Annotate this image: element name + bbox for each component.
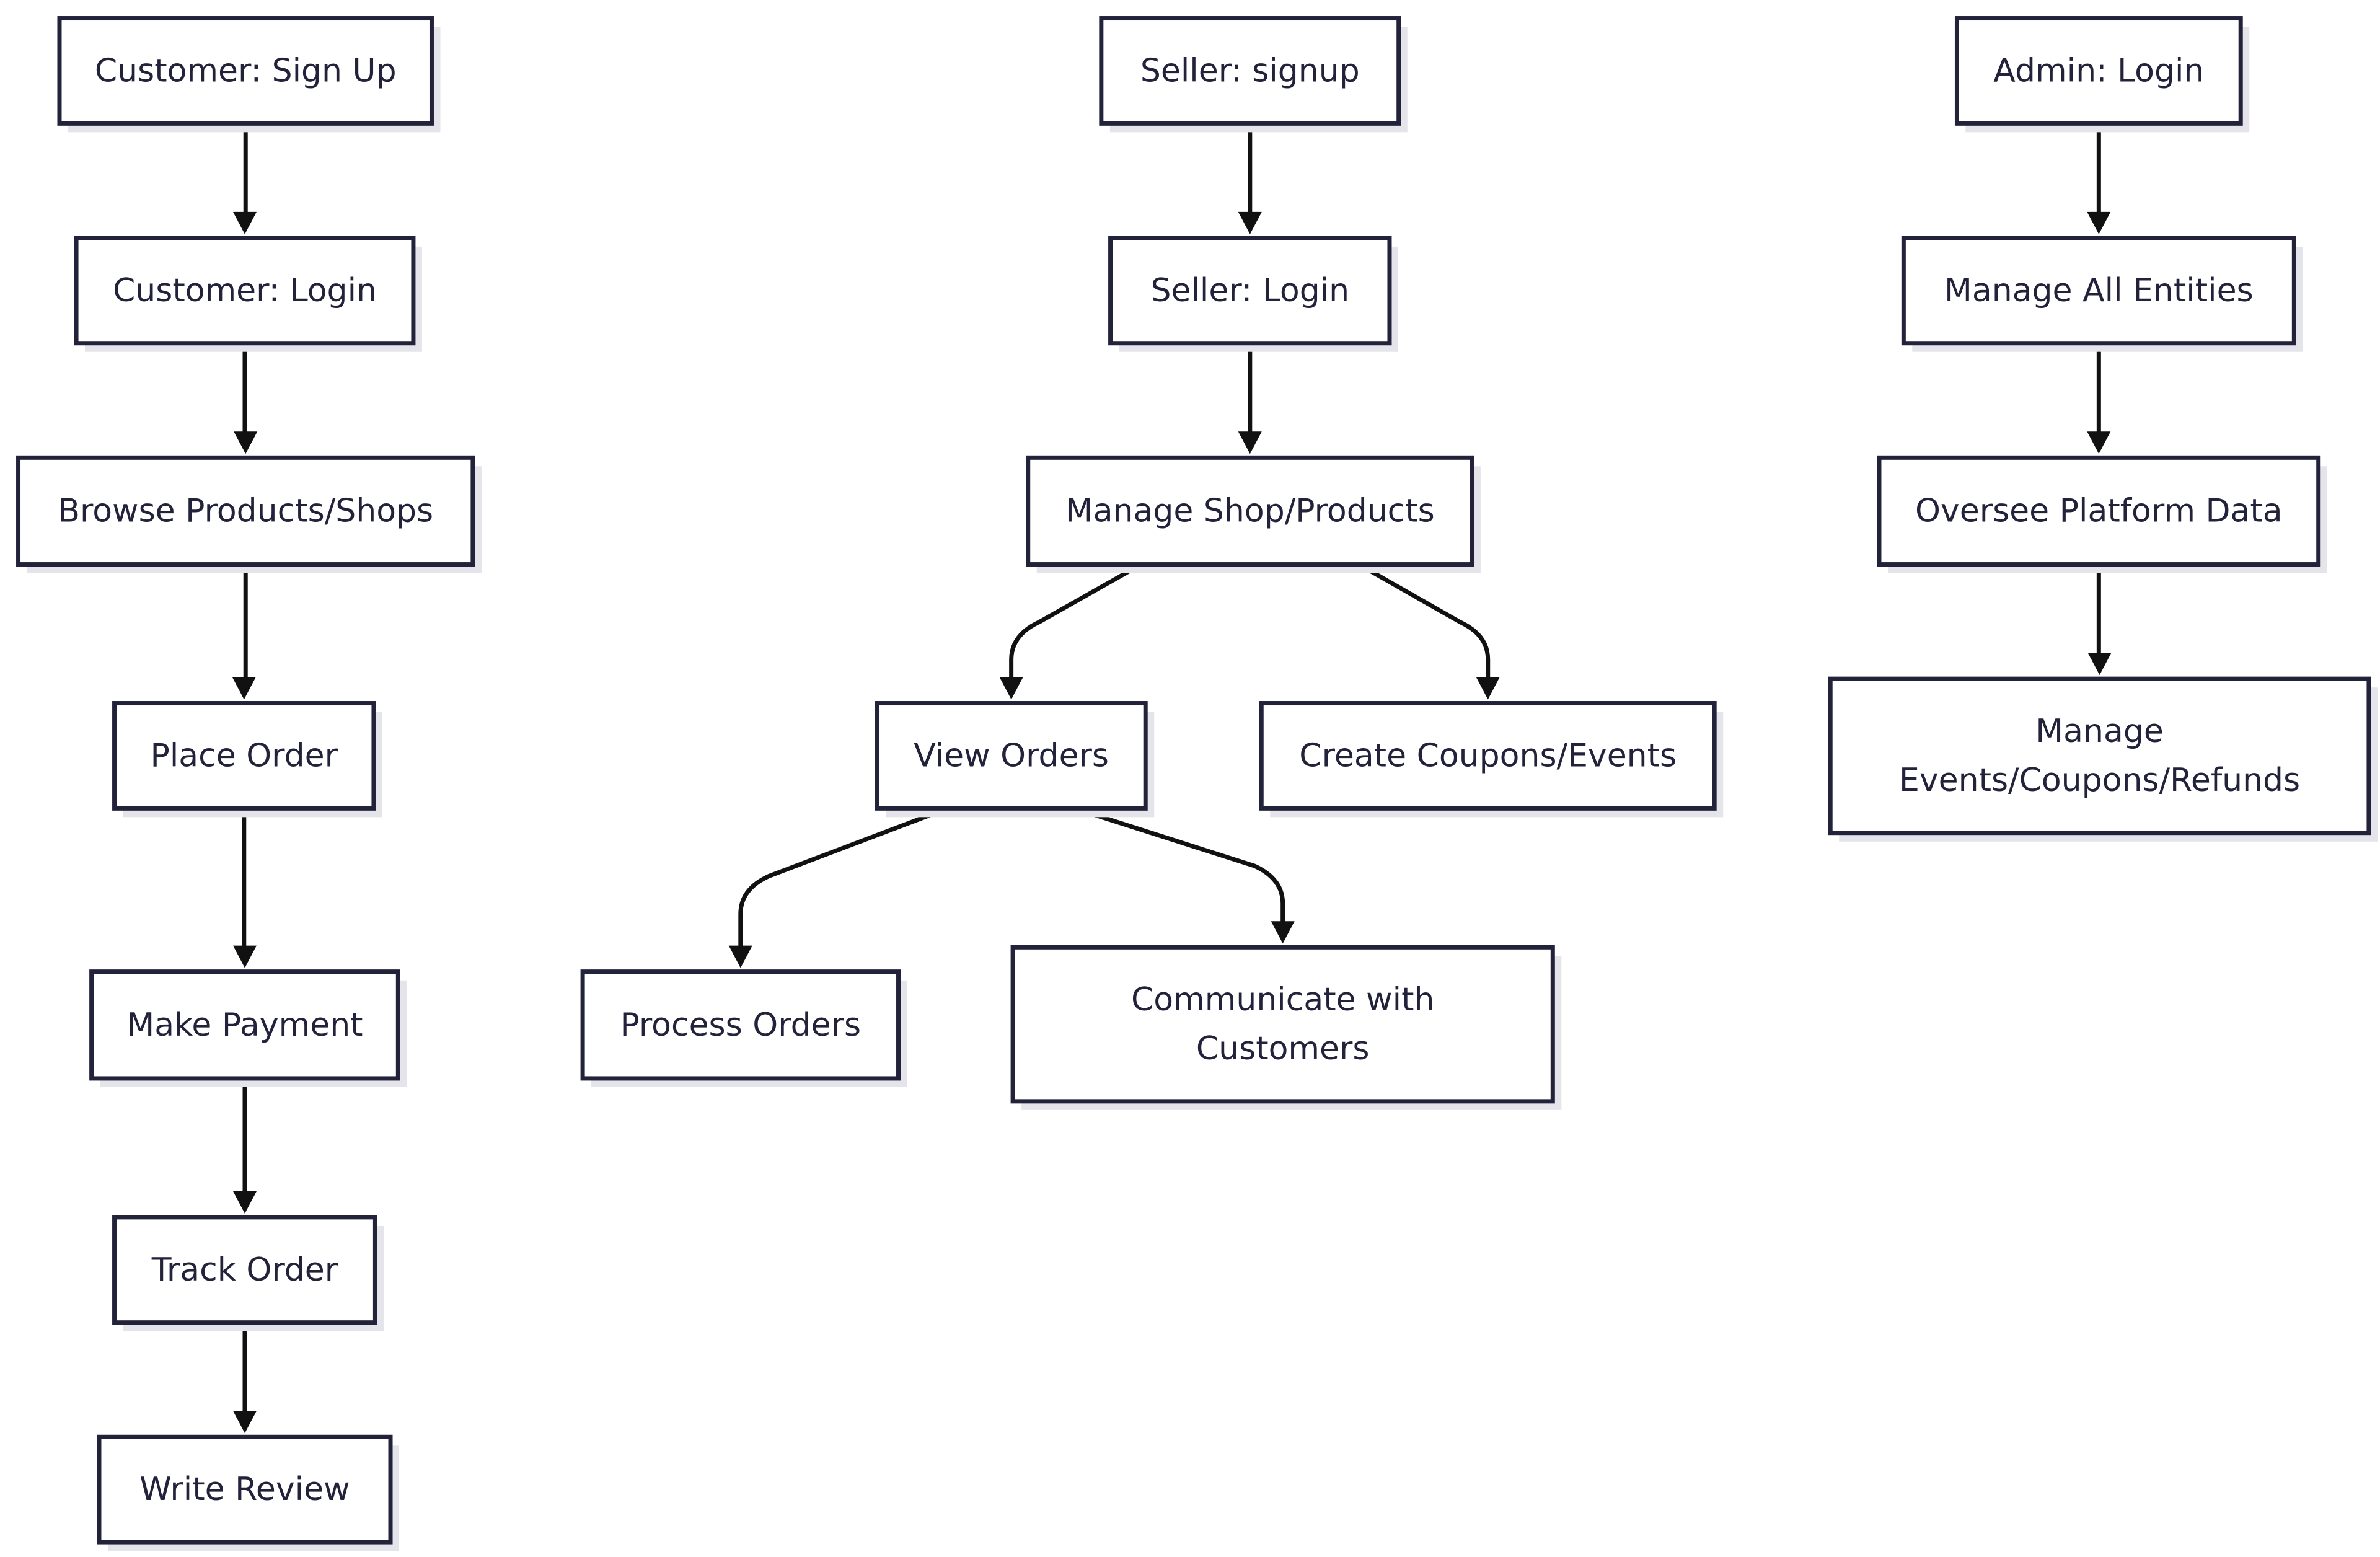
node-box: [1901, 236, 2296, 346]
edge-place-order-to-make-payment: [232, 809, 257, 968]
node-box: [1099, 16, 1401, 126]
node-box: [1026, 455, 1474, 567]
arrow-head: [232, 677, 256, 700]
node-label: Manage: [2035, 713, 2164, 750]
arrow-head: [728, 945, 752, 968]
edge-manage-shop-products-to-view-orders: [999, 563, 1140, 700]
node-box: [16, 455, 475, 567]
node-track-order: Track Order: [112, 1215, 384, 1331]
arrow-head: [2087, 653, 2112, 676]
node-label: Manage Shop/Products: [1065, 492, 1435, 529]
node-box: [1877, 455, 2321, 567]
node-manage-all-entities: Manage All Entities: [1901, 236, 2303, 352]
node-box: [1108, 236, 1392, 346]
arrow-head: [999, 677, 1023, 700]
node-label: Oversee Platform Data: [1915, 492, 2283, 529]
node-box: [97, 1434, 393, 1545]
node-label: Manage All Entities: [1944, 272, 2254, 309]
arrow-head: [1271, 921, 1295, 944]
node-label: View Orders: [914, 737, 1109, 774]
node-box: [1828, 676, 2371, 836]
node-label: Communicate with: [1131, 981, 1434, 1018]
node-customer-signup: Customer: Sign Up: [57, 16, 441, 133]
node-label: Admin: Login: [1993, 52, 2204, 89]
arrow-head: [234, 431, 258, 454]
node-label: Seller: signup: [1140, 52, 1360, 89]
edge-seller-signup-to-seller-login: [1238, 125, 1262, 234]
edge-line: [1077, 807, 1285, 924]
edge-line: [1009, 563, 1140, 680]
edge-oversee-platform-data-to-manage-events-coupons-refunds: [2087, 565, 2112, 676]
node-box: [74, 236, 416, 346]
edge-track-order-to-write-review: [232, 1323, 257, 1434]
edge-customer-signup-to-customer-login: [232, 125, 257, 234]
node-label: Seller: Login: [1150, 272, 1349, 309]
node-label: Place Order: [150, 737, 338, 774]
node-box: [57, 16, 434, 126]
arrow-head: [2087, 431, 2111, 454]
node-label: Track Order: [151, 1251, 338, 1289]
arrow-head: [232, 945, 257, 968]
node-view-orders: View Orders: [875, 701, 1155, 818]
edge-line: [738, 808, 945, 948]
node-manage-shop-products: Manage Shop/Products: [1026, 455, 1481, 573]
edge-make-payment-to-track-order: [232, 1079, 257, 1214]
arrow-head: [1238, 431, 1262, 454]
edge-manage-all-entities-to-oversee-platform-data: [2087, 344, 2111, 454]
node-label: Make Payment: [126, 1007, 363, 1044]
edges-layer: [232, 125, 2112, 1434]
node-label: Browse Products/Shops: [58, 492, 433, 529]
node-box: [1010, 945, 1555, 1104]
node-make-payment: Make Payment: [89, 969, 407, 1087]
node-box: [1954, 16, 2243, 126]
node-process-orders: Process Orders: [580, 969, 907, 1087]
node-label: Customer: Sign Up: [95, 52, 397, 89]
edge-view-orders-to-communicate-with-customers: [1077, 807, 1295, 944]
node-box: [580, 969, 901, 1081]
arrow-head: [232, 1411, 257, 1434]
node-seller-login: Seller: Login: [1108, 236, 1398, 352]
node-box: [1259, 701, 1717, 811]
node-seller-signup: Seller: signup: [1099, 16, 1408, 133]
arrow-head: [1238, 211, 1262, 234]
arrow-head: [1476, 677, 1500, 700]
node-place-order: Place Order: [112, 701, 382, 818]
node-label: Customers: [1196, 1030, 1370, 1067]
node-create-coupons-events: Create Coupons/Events: [1259, 701, 1724, 818]
node-admin-login: Admin: Login: [1954, 16, 2250, 133]
node-box: [89, 969, 400, 1081]
edge-admin-login-to-manage-all-entities: [2087, 125, 2111, 234]
edge-browse-products-shops-to-place-order: [232, 565, 256, 700]
arrow-head: [232, 211, 257, 234]
edge-customer-login-to-browse-products-shops: [234, 344, 258, 454]
node-box: [112, 1215, 377, 1325]
node-label: Write Review: [139, 1471, 350, 1508]
arrow-head: [232, 1191, 257, 1214]
node-write-review: Write Review: [97, 1434, 400, 1551]
node-box: [875, 701, 1148, 811]
edge-manage-shop-products-to-create-coupons-events: [1360, 563, 1500, 700]
edge-view-orders-to-process-orders: [728, 808, 945, 968]
node-browse-products-shops: Browse Products/Shops: [16, 455, 482, 573]
node-label: Customer: Login: [113, 272, 377, 309]
arrow-head: [2087, 211, 2111, 234]
node-customer-login: Customer: Login: [74, 236, 422, 352]
node-label: Create Coupons/Events: [1299, 737, 1677, 774]
edge-seller-login-to-manage-shop-products: [1238, 344, 1262, 454]
node-label: Process Orders: [620, 1007, 861, 1044]
edge-line: [1360, 563, 1491, 680]
node-label: Events/Coupons/Refunds: [1899, 762, 2300, 799]
node-box: [112, 701, 376, 811]
node-oversee-platform-data: Oversee Platform Data: [1877, 455, 2327, 573]
